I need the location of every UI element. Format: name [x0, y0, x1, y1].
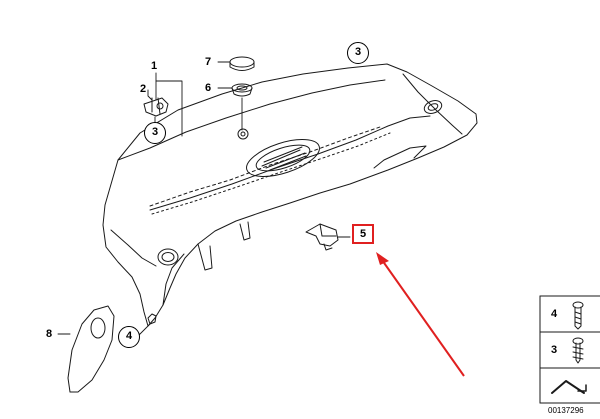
callout-5-highlighted: 5: [352, 224, 374, 244]
diagram-code: 00137296: [548, 406, 584, 415]
leader-lines: [57, 61, 351, 337]
callout-3-top: 3: [347, 42, 369, 64]
right-side-vent: [423, 100, 443, 114]
callout-3-clip: 3: [144, 122, 166, 144]
left-side-vent: [157, 248, 179, 266]
callout-4: 4: [118, 326, 140, 348]
legend-label-3: 3: [551, 344, 558, 356]
callout-8: 8: [46, 328, 53, 340]
legend-box: [539, 295, 600, 404]
callout-7: 7: [205, 56, 212, 68]
cap-part: [229, 56, 255, 71]
clip-part: [143, 97, 169, 117]
legend-label-4: 4: [551, 308, 558, 320]
center-vent: [246, 139, 320, 177]
callout-1: 1: [151, 60, 158, 72]
callout-6: 6: [205, 82, 212, 94]
cover-panel: [67, 305, 115, 393]
callout-2: 2: [140, 83, 147, 95]
bracket-part: [305, 223, 339, 251]
highlight-arrow: [376, 252, 465, 377]
